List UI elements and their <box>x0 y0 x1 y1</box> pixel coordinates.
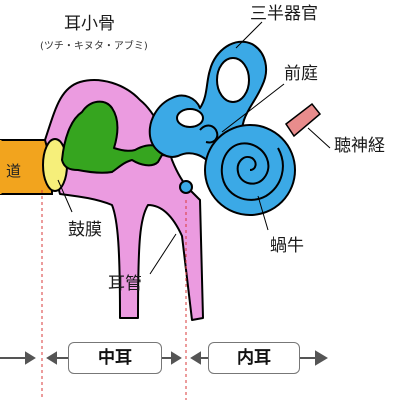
auditory-nerve <box>284 102 322 138</box>
leader-vestibule <box>221 83 285 133</box>
inner-ear <box>148 40 296 216</box>
ossicles-label: 耳小骨 <box>64 14 115 34</box>
inner-ear-box: 内耳 <box>208 342 300 374</box>
leader-nerve <box>307 127 331 149</box>
ossicles-names-label: (ツチ・キヌタ・アブミ) <box>40 41 148 52</box>
middle-ear-box: 中耳 <box>68 342 162 374</box>
eardrum-label: 鼓膜 <box>68 220 102 240</box>
ear-canal-label: 道 <box>6 162 22 180</box>
region-arrows <box>0 350 328 366</box>
semicircular-canals-label: 三半器官 <box>250 4 318 24</box>
leader-eustachian <box>149 233 177 275</box>
cochlea-label: 蝸牛 <box>270 236 304 256</box>
auditory-nerve-label: 聴神経 <box>334 136 385 156</box>
eustachian-tube-label: 耳管 <box>108 274 142 294</box>
vestibule-label: 前庭 <box>284 64 318 84</box>
leader-eardrum <box>57 179 73 213</box>
leader-semicircular <box>235 21 263 49</box>
leader-cochlea <box>257 195 269 231</box>
